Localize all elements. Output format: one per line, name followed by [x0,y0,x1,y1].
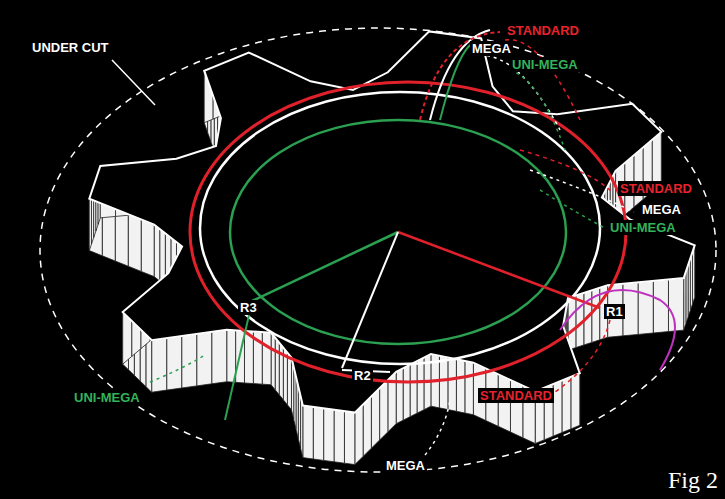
gear-side-face [396,368,403,424]
gear-side-face [227,330,236,383]
uni-mega-label: UNI-MEGA [608,220,678,235]
radius-label: R1 [604,304,625,319]
undercut-label: UNDER CUT [30,40,111,55]
gear-side-face [417,358,424,414]
gear-side-face [456,359,464,413]
gear-side-face [324,408,334,461]
gear-side-face [197,332,212,386]
gear-side-face [313,407,323,460]
standard-leader [505,40,580,120]
radius-label: R3 [238,300,259,315]
mega-circle [200,92,600,364]
uni-leader [150,355,205,382]
mega-leader [425,400,450,455]
gear-side [89,31,694,464]
gear-side-face [244,331,253,384]
standard-label: STANDARD [618,181,694,196]
figure-caption: Fig 2 [668,467,718,494]
gear-side-face [128,214,141,271]
standard-leader [520,150,612,192]
gear-side-face [571,373,580,429]
gear-side-face [668,278,683,331]
uni-mega-label: UNI-MEGA [72,390,142,405]
standard-label: STANDARD [478,388,554,403]
gear-side-face [634,147,643,207]
gear-side-face [638,281,653,334]
gear-side-face [262,332,271,385]
tooth-profile-magenta [560,290,675,370]
mega-label: MEGA [470,41,513,56]
gear-side-face [154,225,160,281]
gear-side-face [439,356,447,410]
mega-label: MEGA [384,458,427,473]
gear-side-face [498,374,510,432]
standard-label: STANDARD [505,23,581,38]
gear-side-face [287,353,291,410]
gear-side-face [380,380,388,440]
gear-side-face [115,209,128,266]
radius-r2 [342,232,398,368]
r3-line [225,302,252,420]
tooth-profile-uni [440,45,470,120]
gear-side-face [152,338,167,392]
gear-side-face [167,336,182,390]
gear-top [89,31,694,412]
standard-circle [190,82,626,382]
gear-side-face [334,410,344,463]
gear-side-face [465,361,473,415]
gear-side-face [303,406,313,459]
uni-leader [540,190,605,228]
mega-label: MEGA [640,202,683,217]
uni-mega-label: UNI-MEGA [510,57,580,72]
gear-side-face [403,365,410,421]
gear-side-face [279,343,283,400]
gear-side-face [141,219,154,276]
undercut-leader [112,60,155,105]
uni-leader [510,70,565,150]
gear-side-face [410,361,417,417]
gear-side-face [355,404,363,464]
gear-side-face [344,411,354,464]
gear-side-face [363,396,371,456]
radius-r1 [398,232,600,308]
gear-side-face [275,338,279,395]
gear-side-face [271,333,275,390]
standard-leader [555,320,610,392]
radius-r3 [250,232,398,302]
gear-side-face [553,381,562,437]
gear-side-face [371,388,379,448]
gear-side-face [212,330,227,384]
outer-circle [40,28,716,472]
radius-label: R2 [352,368,373,383]
